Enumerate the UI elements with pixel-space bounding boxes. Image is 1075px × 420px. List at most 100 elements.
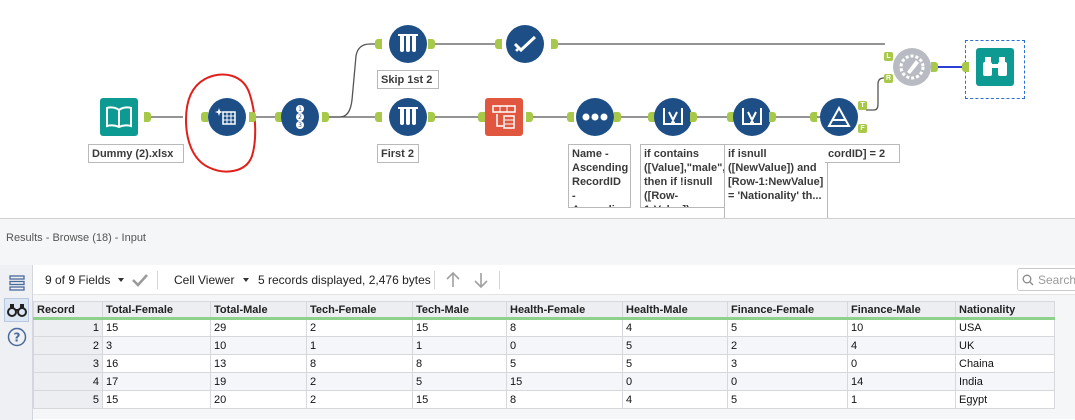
table-cell[interactable]: 15 [102,390,211,409]
dynamic-tool-highlighted[interactable] [208,98,246,136]
output-anchor[interactable] [614,112,621,122]
input-anchor[interactable] [375,112,382,122]
table-cell[interactable]: 15 [506,372,623,391]
input-anchor[interactable] [495,39,502,49]
table-cell[interactable]: 8 [412,354,507,373]
input-data-tool[interactable] [100,98,138,136]
table-cell[interactable]: 15 [412,390,507,409]
table-cell[interactable]: 17 [102,372,211,391]
multi-row-formula-tool-2[interactable] [733,98,771,136]
join-right-anchor[interactable]: R [884,74,893,83]
column-header[interactable]: Record [33,301,103,320]
table-cell[interactable]: 15 [412,318,507,337]
false-anchor[interactable]: F [858,124,867,133]
input-anchor[interactable] [201,112,208,122]
table-cell[interactable]: 2 [306,390,413,409]
list-view-button[interactable] [4,271,29,295]
table-cell[interactable]: 4 [847,336,956,355]
output-anchor[interactable] [551,39,558,49]
browse-tool[interactable] [976,48,1014,86]
table-cell[interactable]: 2 [306,372,413,391]
table-cell[interactable]: 5 [727,390,848,409]
table-cell[interactable]: 3 [102,336,211,355]
join-left-anchor[interactable]: L [884,52,893,61]
multi-row-formula-tool-1[interactable] [654,98,692,136]
arrow-up-icon[interactable] [445,271,461,289]
table-cell[interactable]: 5 [506,354,623,373]
output-anchor[interactable] [144,112,151,122]
table-cell[interactable]: 8 [306,354,413,373]
checkmark-icon[interactable] [131,273,149,287]
column-header[interactable]: Health-Female [506,301,623,320]
table-cell[interactable]: 3 [727,354,848,373]
output-anchor[interactable] [322,112,329,122]
input-anchor[interactable] [567,112,574,122]
table-cell[interactable]: 0 [847,354,956,373]
table-cell[interactable]: 2 [306,318,413,337]
table-cell[interactable]: 16 [102,354,211,373]
table-row[interactable]: 2 3 10 1 1 0 5 2 4 UK [33,336,1055,355]
output-anchor[interactable] [931,62,938,72]
table-cell[interactable]: 5 [622,354,728,373]
output-anchor[interactable] [690,112,697,122]
input-anchor[interactable] [375,39,382,49]
filter-tool[interactable] [820,98,858,136]
table-row[interactable]: 1 15 29 2 15 8 4 5 10 USA [33,318,1055,337]
output-anchor[interactable] [428,112,435,122]
column-header[interactable]: Health-Male [622,301,728,320]
table-cell[interactable]: 1 [412,336,507,355]
sample-tool-skip[interactable] [389,25,427,63]
search-input[interactable]: Search [1017,268,1075,291]
table-cell[interactable]: 20 [210,390,307,409]
true-anchor[interactable]: T [858,101,867,110]
chevron-down-icon[interactable] [243,278,249,282]
table-cell[interactable]: 5 [622,336,728,355]
table-cell[interactable]: 19 [210,372,307,391]
table-row[interactable]: 5 15 20 2 15 8 4 5 1 Egypt [33,390,1055,409]
table-cell[interactable]: 10 [847,318,956,337]
output-anchor[interactable] [428,39,435,49]
table-cell[interactable]: 2 [727,336,848,355]
input-anchor[interactable] [648,112,655,122]
table-cell[interactable]: 5 [727,318,848,337]
input-anchor[interactable] [478,112,485,122]
input-anchor[interactable] [275,112,282,122]
data-view-button[interactable] [4,298,29,322]
table-cell[interactable]: Egypt [955,390,1055,409]
table-cell[interactable]: 1 [847,390,956,409]
input-anchor[interactable] [962,62,969,72]
results-grid[interactable]: Record Total-Female Total-Male Tech-Fema… [33,301,1055,409]
table-cell[interactable]: 13 [210,354,307,373]
transpose-tool[interactable] [485,98,523,136]
table-cell[interactable]: 29 [210,318,307,337]
table-cell[interactable]: 10 [210,336,307,355]
column-header[interactable]: Total-Male [210,301,307,320]
table-cell[interactable]: 5 [412,372,507,391]
table-cell[interactable]: 4 [622,318,728,337]
table-cell[interactable]: Chaina [955,354,1055,373]
input-anchor[interactable] [727,112,734,122]
column-header[interactable]: Nationality [955,301,1055,320]
column-header[interactable]: Tech-Female [306,301,413,320]
output-anchor[interactable] [769,112,776,122]
sample-tool-first[interactable] [389,98,427,136]
chevron-down-icon[interactable] [118,278,124,282]
table-cell[interactable]: USA [955,318,1055,337]
table-cell[interactable]: 0 [622,372,728,391]
column-header[interactable]: Finance-Female [727,301,848,320]
table-cell[interactable]: 15 [102,318,211,337]
join-tool[interactable] [893,48,931,86]
fields-dropdown[interactable]: 9 of 9 Fields [45,273,111,287]
table-cell[interactable]: 14 [847,372,956,391]
table-cell[interactable]: 4 [622,390,728,409]
table-cell[interactable]: 8 [506,318,623,337]
table-cell[interactable]: 8 [506,390,623,409]
table-cell[interactable]: 0 [506,336,623,355]
output-anchor[interactable] [249,112,256,122]
table-cell[interactable]: 0 [727,372,848,391]
column-header[interactable]: Finance-Male [847,301,956,320]
table-cell[interactable]: UK [955,336,1055,355]
table-cell[interactable]: India [955,372,1055,391]
